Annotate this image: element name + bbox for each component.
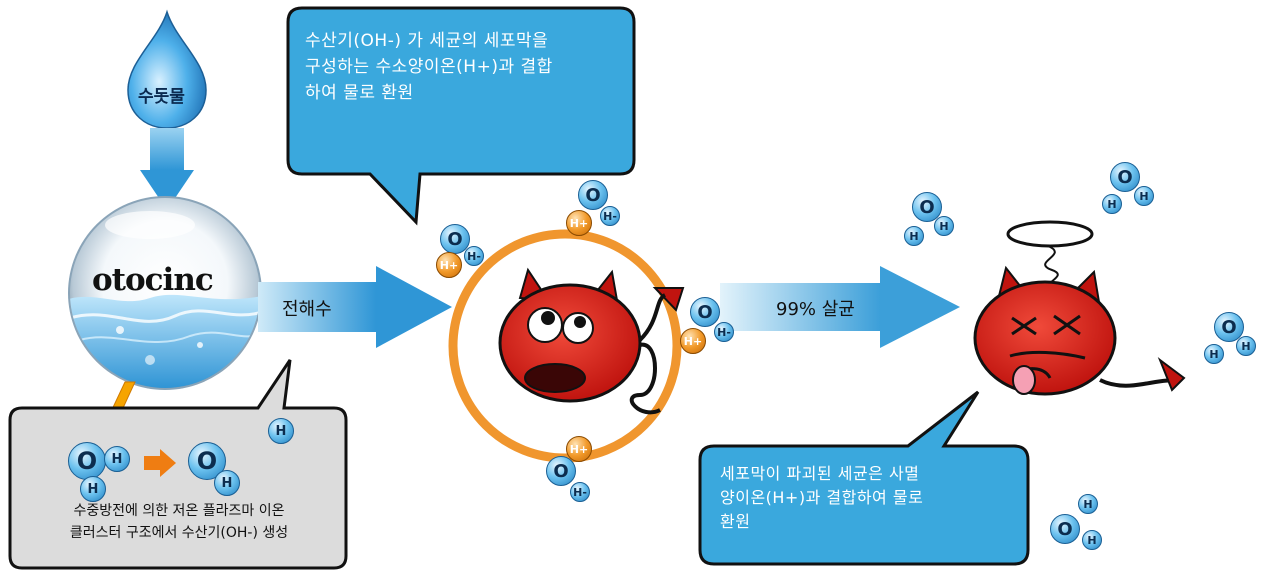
brand-logo: otocinc bbox=[92, 262, 214, 298]
h-minus-ion-icon: H- bbox=[600, 206, 620, 226]
hydrogen-atom-icon: H bbox=[80, 476, 106, 502]
electrolyzed-water-label: 전해수 bbox=[282, 299, 332, 320]
h-plus-ion-icon: H+ bbox=[436, 252, 462, 278]
oxygen-atom-icon: O bbox=[1050, 514, 1080, 544]
sterilization-label: 99% 살균 bbox=[776, 299, 855, 320]
oxygen-atom-icon: O bbox=[546, 456, 576, 486]
hydrogen-atom-icon: H bbox=[1236, 336, 1256, 356]
hydrogen-atom-icon: H bbox=[904, 226, 924, 246]
top-speech-bubble bbox=[286, 6, 636, 226]
h-plus-ion-icon: H+ bbox=[566, 436, 592, 462]
conversion-arrow-icon bbox=[144, 449, 176, 477]
oxygen-atom-icon: O bbox=[188, 442, 226, 480]
oxygen-atom-icon: O bbox=[912, 192, 942, 222]
hydrogen-atom-icon: H bbox=[1204, 344, 1224, 364]
top-bubble-text: 수산기(OH-) 가 세균의 세포막을 구성하는 수소양이온(H+)과 결합 하… bbox=[305, 31, 553, 103]
hydrogen-atom-icon: H bbox=[1078, 494, 1098, 514]
h-minus-ion-icon: H- bbox=[464, 246, 484, 266]
oxygen-atom-icon: O bbox=[578, 180, 608, 210]
hydrogen-atom-icon: H bbox=[268, 418, 294, 444]
bottom-left-bubble-text: 수중방전에 의한 저온 플라즈마 이온 클러스터 구조에서 수산기(OH-) 생… bbox=[69, 503, 289, 541]
bottom-right-bubble-text: 세포막이 파괴된 세균은 사멸 양이온(H+)과 결합하여 물로 환원 bbox=[720, 464, 924, 531]
hydrogen-atom-icon: H bbox=[1134, 186, 1154, 206]
oxygen-atom-icon: O bbox=[68, 442, 106, 480]
h-minus-ion-icon: H- bbox=[714, 322, 734, 342]
h-plus-ion-icon: H+ bbox=[566, 210, 592, 236]
h-minus-ion-icon: H- bbox=[570, 482, 590, 502]
sterilization-arrow bbox=[720, 266, 960, 348]
tap-water-label: 수돗물 bbox=[138, 87, 185, 107]
dead-germ-devil bbox=[973, 265, 1186, 396]
hydrogen-atom-icon: H bbox=[1082, 530, 1102, 550]
otocinc-sphere bbox=[68, 196, 262, 390]
hydrogen-atom-icon: H bbox=[104, 446, 130, 472]
hydrogen-atom-icon: H bbox=[934, 216, 954, 236]
bottom-right-speech-bubble bbox=[698, 390, 1030, 566]
down-arrow-icon bbox=[140, 128, 194, 210]
h-plus-ion-icon: H+ bbox=[680, 328, 706, 354]
electrolyzed-water-arrow bbox=[258, 266, 452, 348]
hydrogen-atom-icon: H bbox=[1102, 194, 1122, 214]
hydrogen-atom-icon: H bbox=[214, 470, 240, 496]
bottom-left-speech-bubble bbox=[8, 359, 348, 570]
germ-devil bbox=[498, 267, 685, 415]
oxygen-atom-icon: O bbox=[690, 297, 720, 327]
water-drop-icon bbox=[127, 9, 207, 129]
oxygen-atom-icon: O bbox=[1110, 162, 1140, 192]
